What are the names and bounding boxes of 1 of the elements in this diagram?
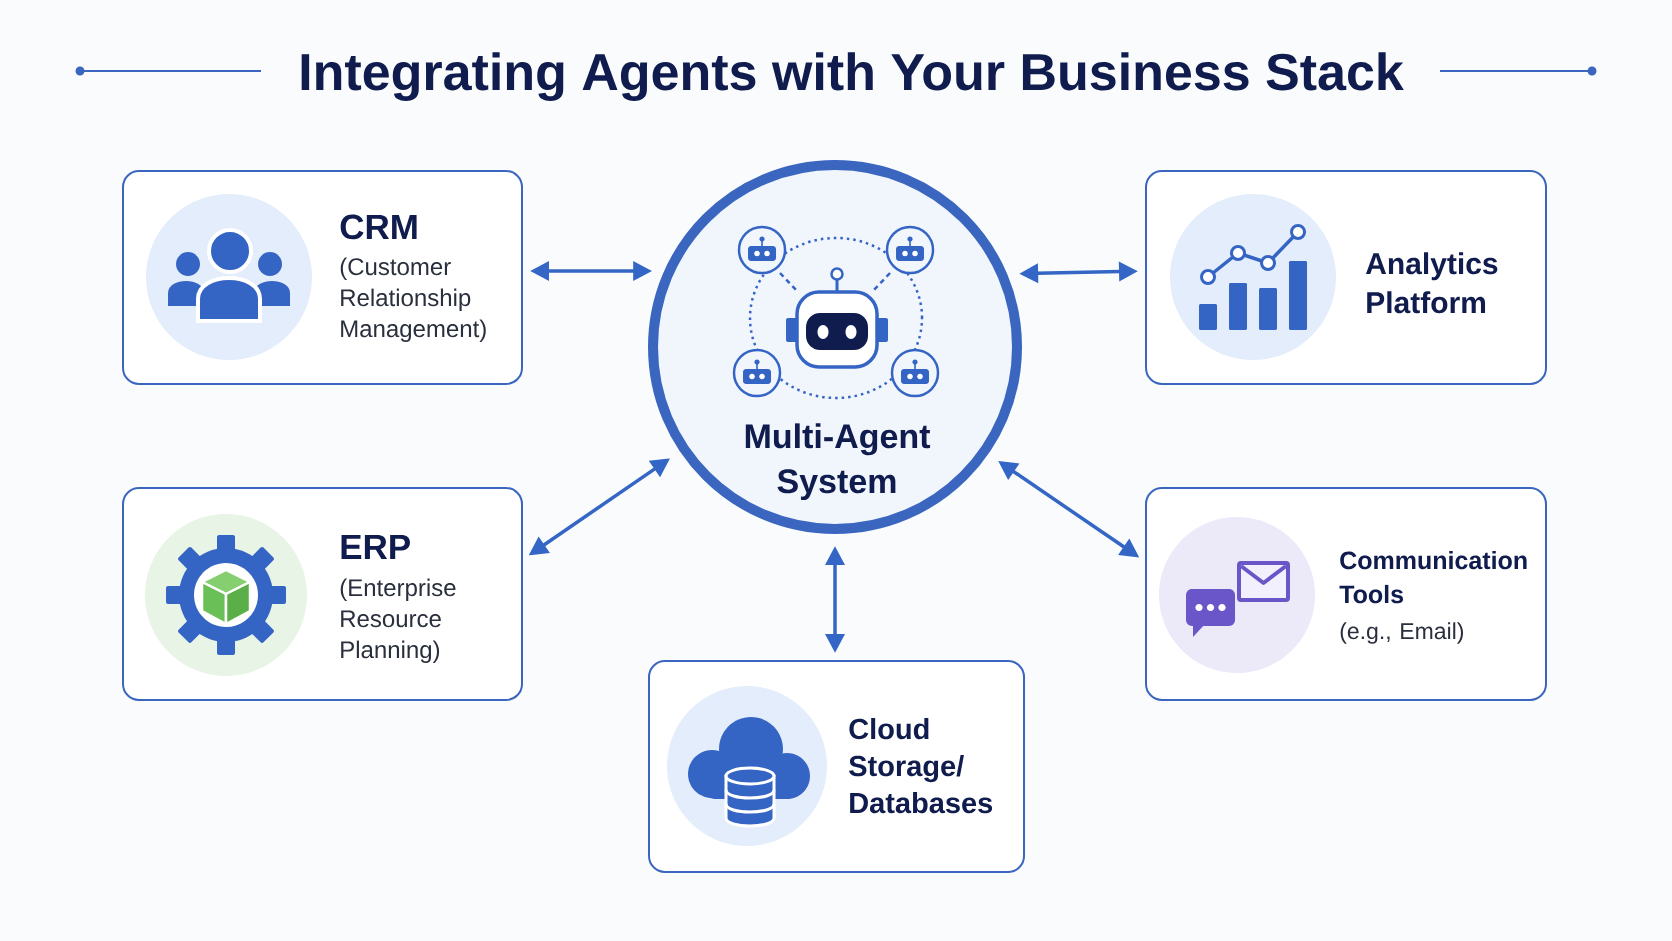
title: Integrating Agents with Your Business Stack: [301, 52, 1404, 101]
